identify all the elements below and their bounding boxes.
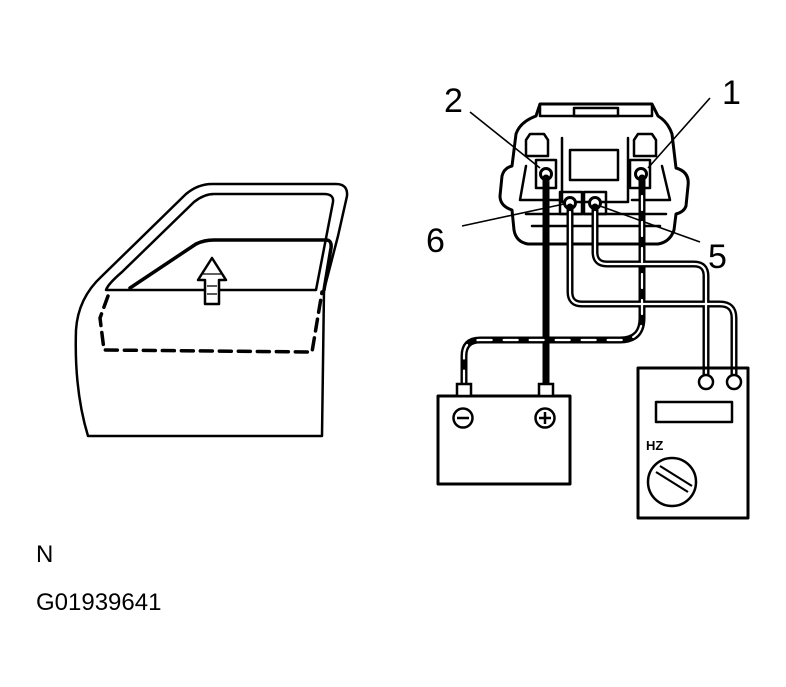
figure-id: G01939641	[36, 589, 161, 616]
battery-icon	[436, 382, 572, 486]
window-up-arrow-icon	[196, 256, 228, 306]
car-door-icon	[74, 182, 349, 438]
meter-label: HZ	[646, 438, 663, 453]
wiring	[460, 174, 738, 390]
terminal-label-5: 5	[708, 238, 727, 276]
corner-letter: N	[36, 541, 53, 568]
frequency-meter-icon	[636, 366, 750, 520]
terminal-label-2: 2	[444, 82, 463, 120]
terminal-label-1: 1	[722, 74, 741, 112]
terminal-label-6: 6	[426, 222, 445, 260]
